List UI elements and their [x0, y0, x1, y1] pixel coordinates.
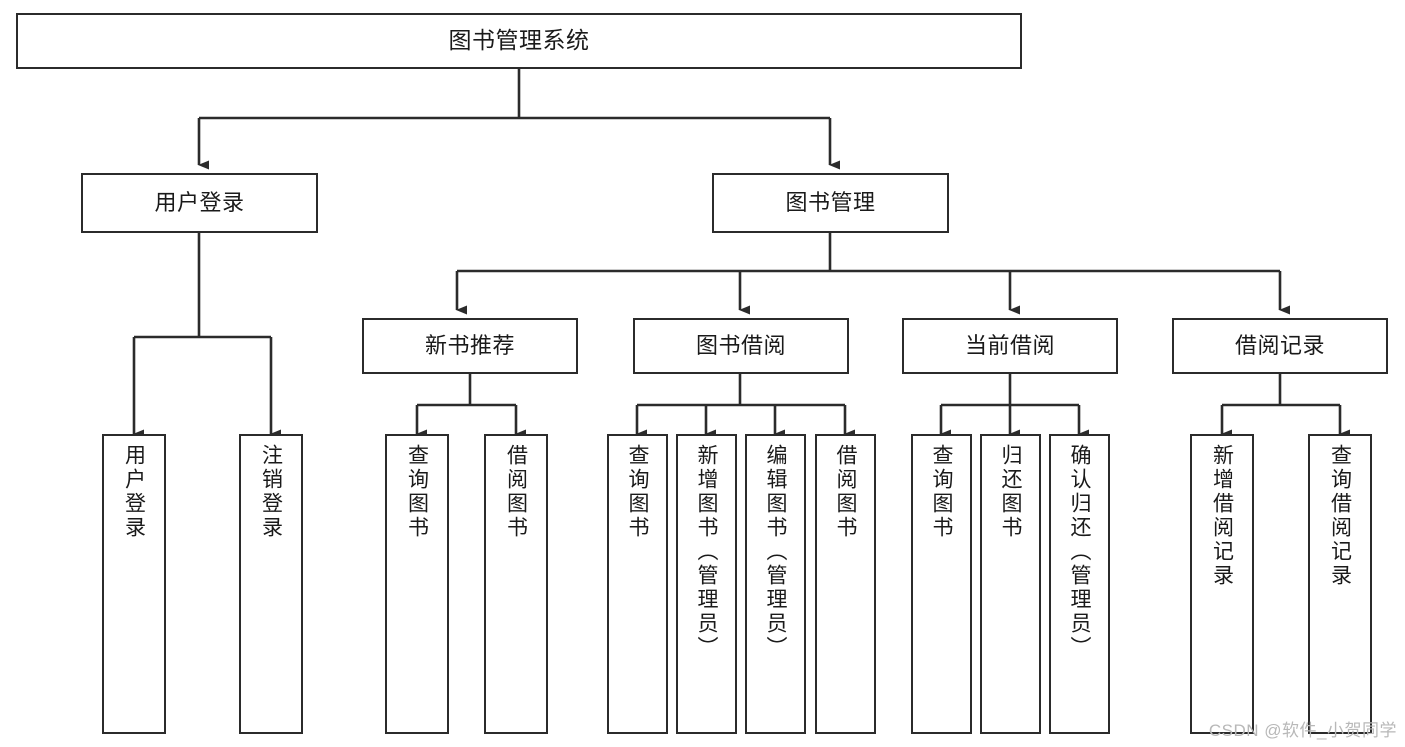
node-leaf-user-login[interactable]: 用户登录: [102, 434, 166, 734]
node-label: 图书管理: [785, 189, 876, 215]
node-borrow-record[interactable]: 借阅记录: [1172, 318, 1388, 374]
csdn-watermark: CSDN @软件_小贺同学: [1208, 721, 1397, 740]
node-leaf-query-book-1[interactable]: 查询图书: [385, 434, 449, 734]
node-label: 新增图书（管理员）: [695, 444, 718, 660]
node-user-login[interactable]: 用户登录: [81, 173, 318, 233]
node-book-borrow[interactable]: 图书借阅: [633, 318, 849, 374]
node-label: 用户登录: [122, 444, 146, 540]
node-new-book-recommend[interactable]: 新书推荐: [362, 318, 578, 374]
node-label: 当前借阅: [964, 332, 1055, 358]
node-leaf-query-book-2[interactable]: 查询图书: [607, 434, 668, 734]
node-label: 确认归还（管理员）: [1068, 444, 1091, 660]
node-root-system[interactable]: 图书管理系统: [16, 13, 1022, 69]
node-leaf-query-record[interactable]: 查询借阅记录: [1308, 434, 1372, 734]
node-leaf-edit-book[interactable]: 编辑图书（管理员）: [745, 434, 806, 734]
node-label: 查询图书: [930, 444, 953, 540]
node-label: 注销登录: [259, 444, 283, 540]
node-leaf-confirm-return[interactable]: 确认归还（管理员）: [1049, 434, 1110, 734]
node-leaf-add-record[interactable]: 新增借阅记录: [1190, 434, 1254, 734]
node-leaf-return-book[interactable]: 归还图书: [980, 434, 1041, 734]
node-label: 新增借阅记录: [1210, 444, 1234, 588]
node-label: 新书推荐: [424, 332, 515, 358]
node-label: 编辑图书（管理员）: [764, 444, 787, 660]
node-leaf-add-book[interactable]: 新增图书（管理员）: [676, 434, 737, 734]
node-leaf-query-book-3[interactable]: 查询图书: [911, 434, 972, 734]
node-leaf-logout[interactable]: 注销登录: [239, 434, 303, 734]
node-label: 借阅图书: [504, 444, 528, 540]
node-label: 用户登录: [154, 189, 245, 215]
node-label: 图书管理系统: [448, 27, 590, 54]
node-label: 借阅记录: [1234, 332, 1325, 358]
node-current-borrow[interactable]: 当前借阅: [902, 318, 1118, 374]
node-leaf-borrow-book-2[interactable]: 借阅图书: [815, 434, 876, 734]
node-label: 归还图书: [999, 444, 1022, 540]
node-label: 查询图书: [405, 444, 429, 540]
node-leaf-borrow-book-1[interactable]: 借阅图书: [484, 434, 548, 734]
node-label: 查询借阅记录: [1328, 444, 1352, 588]
node-label: 图书借阅: [695, 332, 786, 358]
node-book-manage[interactable]: 图书管理: [712, 173, 949, 233]
node-label: 查询图书: [626, 444, 649, 540]
node-label: 借阅图书: [834, 444, 857, 540]
